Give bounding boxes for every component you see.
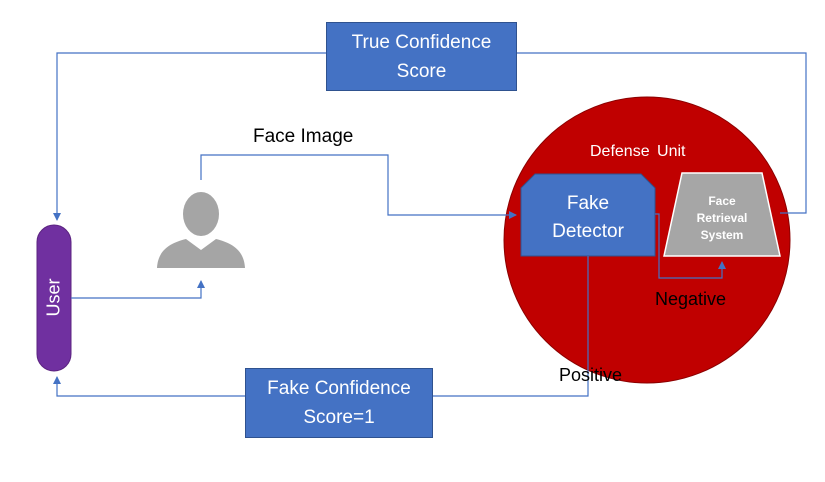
defense-unit-label: Defense Unit — [590, 143, 686, 160]
fake-confidence-line1: Fake Confidence — [267, 378, 411, 399]
arrow-negative — [655, 213, 726, 279]
face-retrieval-label: Face Retrieval System — [676, 193, 768, 244]
fake-detector-shape[interactable] — [520, 173, 656, 257]
face-retrieval-line2: Retrieval — [696, 211, 748, 225]
user-label: User — [43, 278, 64, 317]
fake-detector-line1: Fake — [566, 193, 610, 214]
positive-label: Positive — [559, 365, 623, 385]
negative-label: Negative — [655, 289, 727, 309]
true-confidence-line1: True Confidence — [351, 31, 492, 53]
arrow-face-image — [200, 154, 517, 219]
fake-confidence-line2: Score=1 — [303, 407, 375, 428]
arrow-true-confidence — [53, 52, 807, 221]
face-retrieval-line3: System — [700, 228, 744, 242]
true-confidence-line2: Score — [396, 60, 447, 82]
face-retrieval-line1: Face — [708, 194, 736, 208]
arrow-user-to-person — [71, 280, 205, 299]
person-icon — [157, 192, 245, 268]
true-confidence-score-box[interactable]: True Confidence Score — [326, 22, 517, 91]
fake-confidence-score-box[interactable]: Fake Confidence Score=1 — [245, 368, 433, 438]
face-image-label: Face Image — [253, 126, 354, 147]
fake-detector-line2: Detector — [552, 221, 624, 242]
fake-detector-label: Fake Detector — [521, 190, 655, 246]
face-retrieval-shape[interactable] — [663, 172, 781, 257]
